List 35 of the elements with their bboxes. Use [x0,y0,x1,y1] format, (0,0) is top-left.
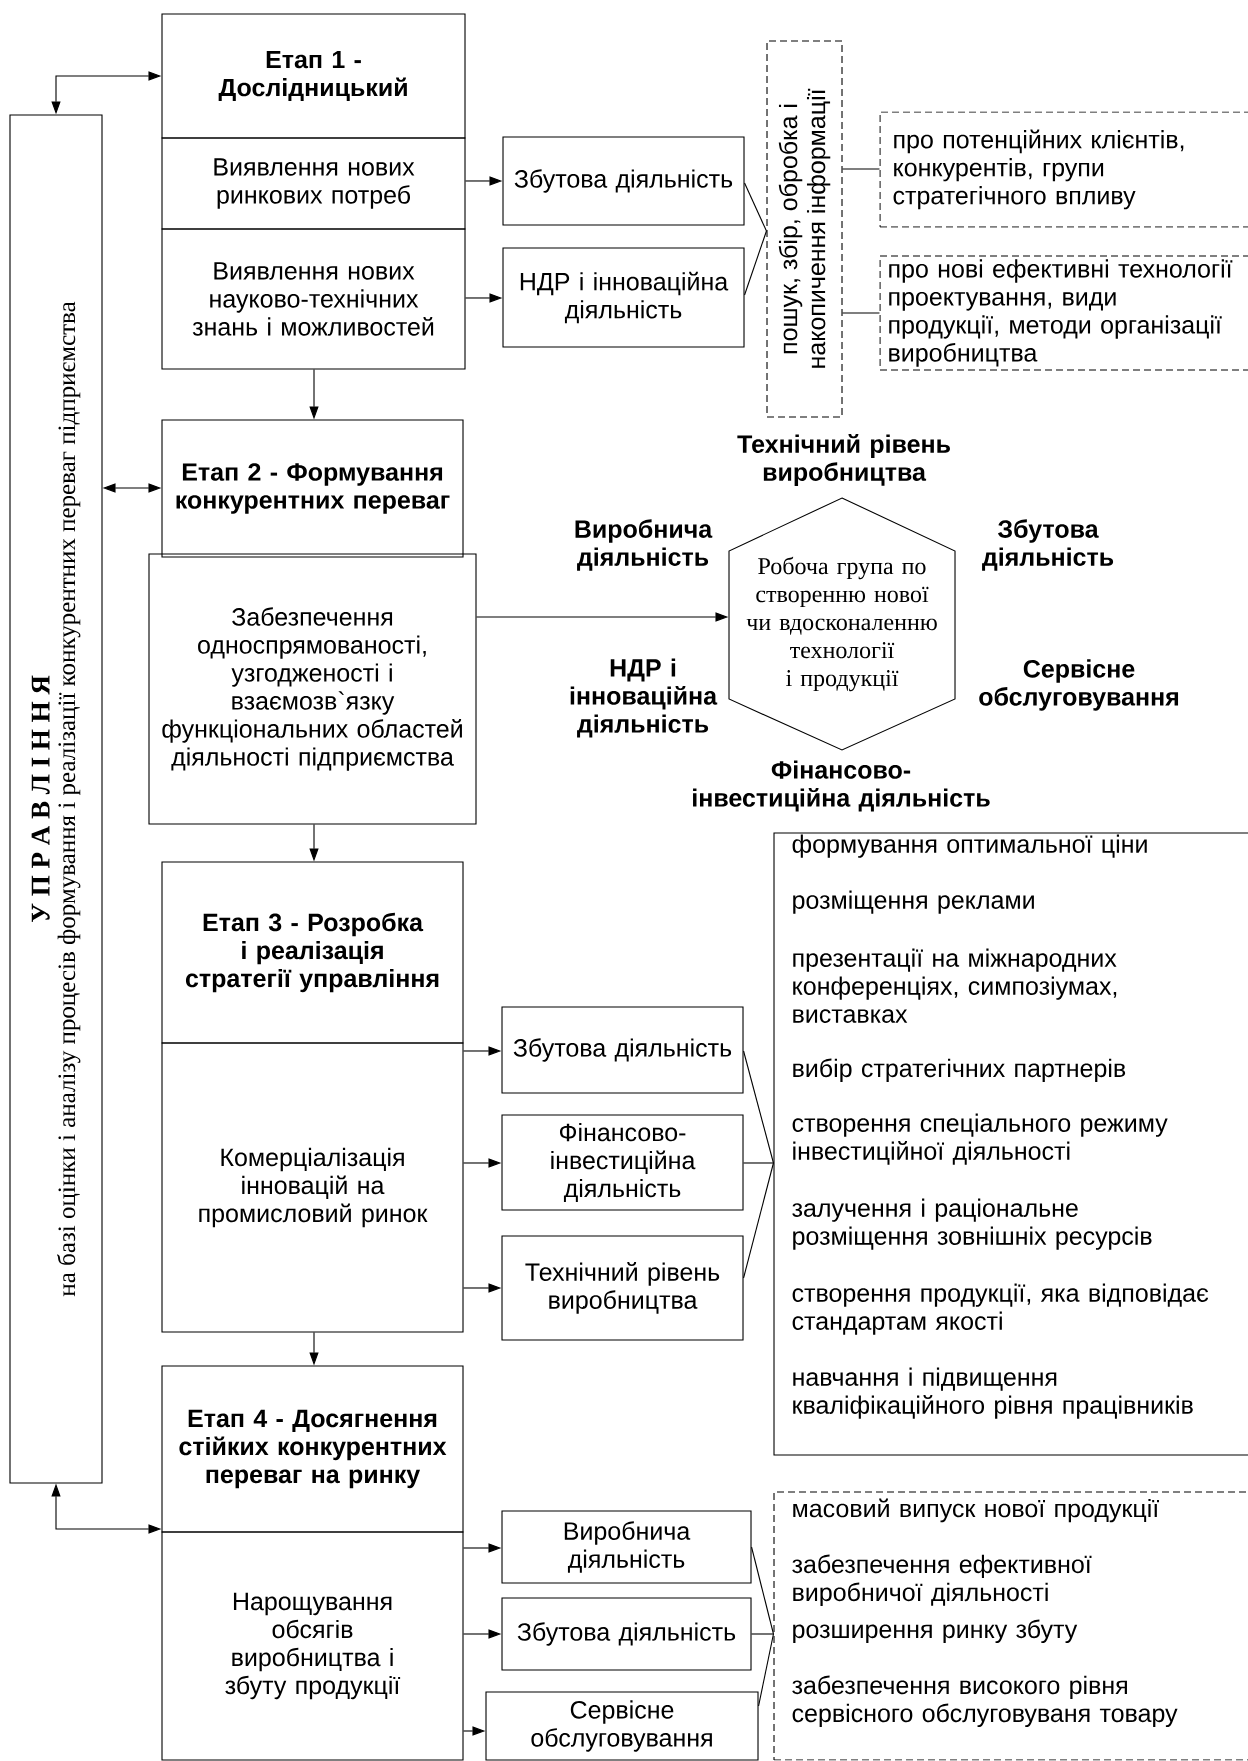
management-box: У П Р А В Л І Н Н Я на базі оцінки і аналізу процесів формування і реалізації конкурентних переваг підприємства [9,114,103,1484]
activity-box: Сервісне обслуговування [485,1691,759,1761]
stage-box: Етап 4 - Досягнення стійких конкурентних переваг на ринку [161,1365,464,1533]
activity-box: Виробнича діяльність [501,1510,752,1584]
activity-box: Збутова діяльність [502,136,745,226]
stage-box: Нарощування обсягів виробництва і збуту продукції [161,1531,464,1761]
activity-box: Технічний рівень виробництва [501,1235,744,1341]
area-label: Сервісне обслуговування [979,659,1179,711]
note-box: про потенційних клієнтів, конкурентів, групи стратегічного впливу [879,111,1248,228]
list-box: масовий випуск нової продукції забезпечення ефективної виробничої діяльності розширення ринку збуту забезпечення високого рівня сервісного обслуговуваня товару [773,1491,1248,1761]
stage-box: Виявлення нових науково-технічних знань і можливостей [161,228,466,370]
list-box: формування оптимальної ціни розміщення реклами презентації на міжнародних конференціях, симпозіумах, виставках вибір стратегічних партнерів створення спеціального режиму інвестиційної діяльності залучення і раціональне розміщення зовнішніх ресурсів створення продукції, яка відповідає стандартам якості навчання і підвищення кваліфікаційного рівня працівників [773,832,1248,1456]
connector-line [743,1162,774,1164]
stage-box: Комерціалізація інновацій на промисловий ринок [161,1042,464,1333]
info-box: пошук, збір, обробка і накопичення інформації [766,40,843,418]
activity-box: НДР і інноваційна діяльність [502,247,745,348]
stage-box: Етап 1 - Дослідницький [161,13,466,139]
connector-line [758,1633,774,1707]
activity-box: Фінансово-інвестиційна діяльність [501,1114,744,1211]
connector-line [842,312,880,314]
connector-line [743,1050,774,1164]
connector-line [743,1162,774,1279]
activity-box: Збутова діяльність [501,1597,752,1671]
area-label: Збутова діяльність [982,519,1114,571]
stage-box: Виявлення нових ринкових потреб [161,137,466,230]
hexagon: Робоча група по створенню нової чи вдосконаленню технології і продукції [728,497,956,751]
area-label: Фінансово-інвестиційна діяльність [693,760,990,812]
connector-line [842,168,880,170]
stage-box: Забезпечення односпрямованості, узгодженості і взаємозв`язку функціональних областей діяльності підприємства [148,553,477,825]
area-label: Технічний рівень виробництва [737,434,950,486]
note-box: про нові ефективні технології проектування, види продукції, методи організації виробництва [879,255,1248,371]
connector-line [751,1633,774,1635]
stage-box: Етап 3 - Розробка і реалізація стратегії управління [161,861,464,1044]
activity-box: Збутова діяльність [501,1006,744,1094]
stage-box: Етап 2 - Формування конкурентних переваг [161,419,464,558]
